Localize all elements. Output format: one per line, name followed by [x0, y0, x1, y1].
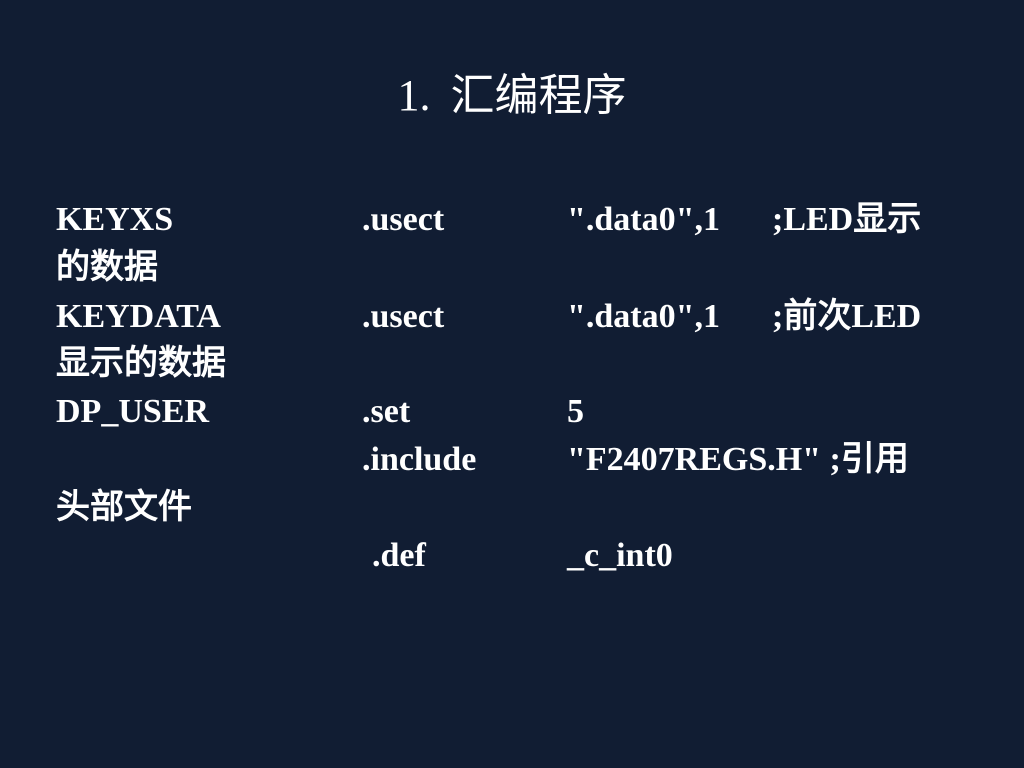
- code-operand-header-file: "F2407REGS.H" ;引用: [567, 441, 909, 478]
- code-comment-led-display: ;LED显示: [772, 201, 922, 238]
- code-directive-include: .include: [362, 441, 477, 478]
- code-comment-wrap: 头部文件: [56, 489, 192, 526]
- code-operand-value: 5: [567, 393, 584, 430]
- code-operand-data0: ".data0",1: [567, 201, 720, 238]
- code-directive-usect: .usect: [362, 298, 445, 335]
- title-text: 汇编程序: [450, 71, 627, 120]
- code-symbol-dp-user: DP_USER: [56, 393, 210, 430]
- code-symbol-keyxs: KEYXS: [56, 201, 174, 238]
- code-operand-entry-point: _c_int0: [567, 537, 673, 574]
- code-comment-previous-led: ;前次LED: [772, 298, 922, 335]
- code-comment-wrap: 的数据: [56, 249, 158, 286]
- slide-title: 1. 汇编程序: [0, 66, 1024, 126]
- code-symbol-keydata: KEYDATA: [56, 298, 221, 335]
- title-number: 1.: [397, 71, 431, 120]
- code-directive-usect: .usect: [362, 201, 445, 238]
- code-directive-set: .set: [362, 393, 411, 430]
- code-operand-data0: ".data0",1: [567, 298, 720, 335]
- code-directive-def: .def: [372, 537, 426, 574]
- code-comment-wrap: 显示的数据: [56, 345, 226, 382]
